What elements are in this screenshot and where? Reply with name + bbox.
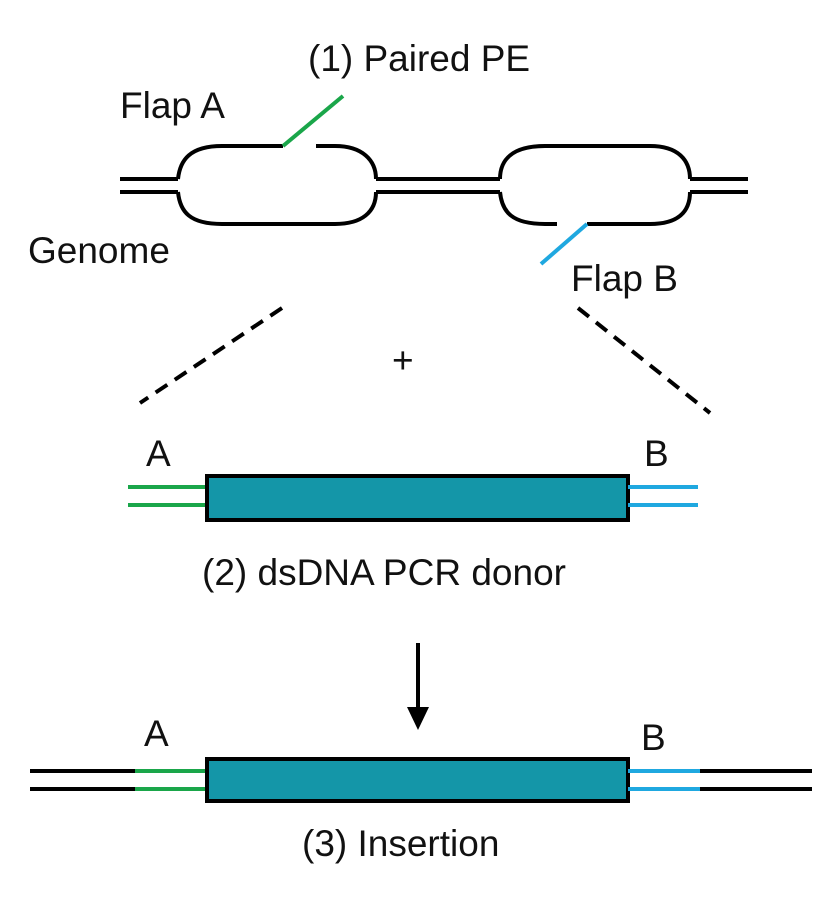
donor-b-label: B	[644, 433, 669, 474]
zoom-dash-left	[138, 306, 284, 405]
donor-a-label: A	[146, 433, 171, 474]
flap-a-strand	[281, 94, 345, 148]
step3-title: (3) Insertion	[302, 823, 499, 864]
flap-b-strand	[539, 222, 589, 266]
step1-title: (1) Paired PE	[308, 38, 530, 79]
genome-label: Genome	[28, 230, 170, 271]
zoom-dash-right	[576, 306, 712, 415]
insertion-panel: A B (3) Insertion	[30, 713, 812, 864]
bubble-a-top-right	[316, 144, 378, 180]
zoom-connector: +	[138, 306, 712, 415]
flap-a-label: Flap A	[120, 85, 225, 126]
down-arrow-icon	[407, 643, 429, 730]
step2-title: (2) dsDNA PCR donor	[202, 552, 566, 593]
donor-panel: A B (2) dsDNA PCR donor	[128, 433, 698, 593]
plus-sign: +	[392, 340, 414, 381]
bubble-b-bottom-left	[498, 191, 557, 226]
donor-insert-block	[205, 474, 630, 522]
insert-b-label: B	[641, 717, 666, 758]
flap-b-label: Flap B	[571, 258, 678, 299]
bubble-b-top	[498, 144, 692, 180]
insert-block	[205, 757, 630, 803]
bubble-a-top-left	[176, 144, 283, 180]
bubble-a-bottom	[176, 191, 378, 226]
bubble-b-bottom-right	[587, 191, 692, 226]
genome-panel: (1) Paired PE Flap A Genome Flap B	[28, 38, 748, 299]
insert-a-label: A	[144, 713, 169, 754]
